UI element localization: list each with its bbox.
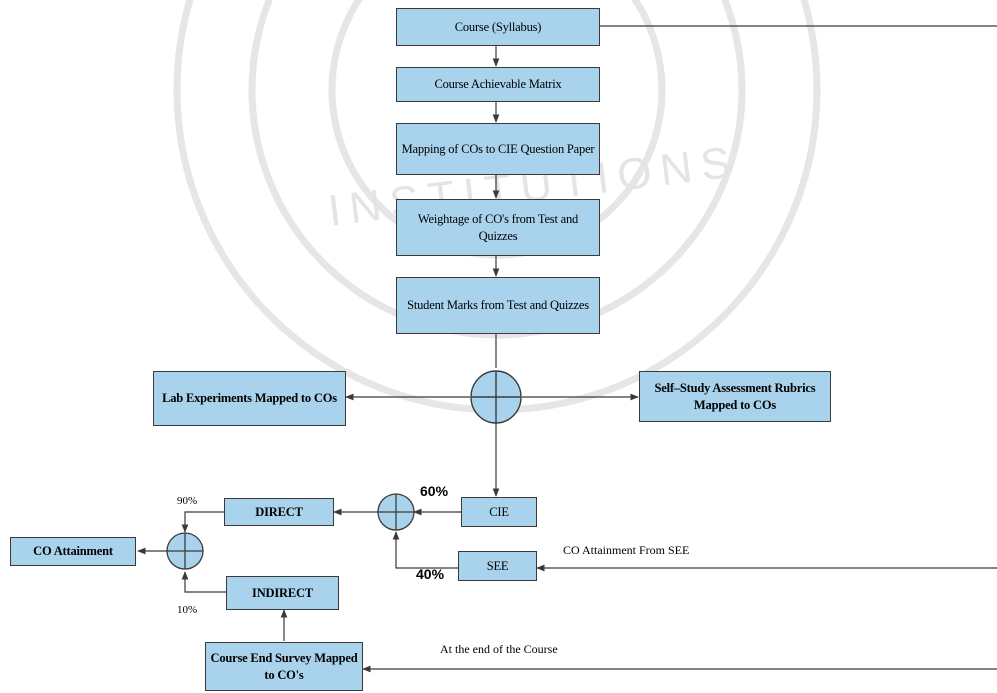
- survey-input-label: At the end of the Course: [440, 642, 558, 656]
- course-end-survey-box: Course End Survey Mapped to CO's: [205, 642, 363, 691]
- summing-junction-icon: [377, 493, 415, 531]
- indirect-box: INDIRECT: [226, 576, 339, 610]
- summing-junction-icon: [166, 532, 204, 570]
- mapping-cos-cie-box: Mapping of COs to CIE Question Paper: [396, 123, 600, 175]
- co-attainment-box: CO Attainment: [10, 537, 136, 566]
- see-percentage-label: 40%: [416, 566, 445, 582]
- direct-box: DIRECT: [224, 498, 334, 526]
- see-box: SEE: [458, 551, 537, 581]
- self-study-box: Self–Study Assessment Rubrics Mapped to …: [639, 371, 831, 422]
- course-syllabus-box: Course (Syllabus): [396, 8, 600, 46]
- arrow-see-to-junction2: [392, 531, 458, 569]
- indirect-percentage-label: 10%: [177, 604, 198, 616]
- cie-percentage-label: 60%: [420, 483, 449, 499]
- weightage-cos-box: Weightage of CO's from Test and Quizzes: [396, 199, 600, 256]
- summing-junction-icon: [470, 370, 522, 424]
- lab-experiments-box: Lab Experiments Mapped to COs: [153, 371, 346, 426]
- course-achievable-matrix-box: Course Achievable Matrix: [396, 67, 600, 102]
- arrow-direct-to-junction3: [181, 511, 224, 533]
- arrow-indirect-to-junction3: [181, 571, 226, 593]
- see-input-label: CO Attainment From SEE: [563, 543, 690, 557]
- direct-percentage-label: 90%: [177, 495, 198, 507]
- student-marks-box: Student Marks from Test and Quizzes: [396, 277, 600, 334]
- cie-box: CIE: [461, 497, 537, 527]
